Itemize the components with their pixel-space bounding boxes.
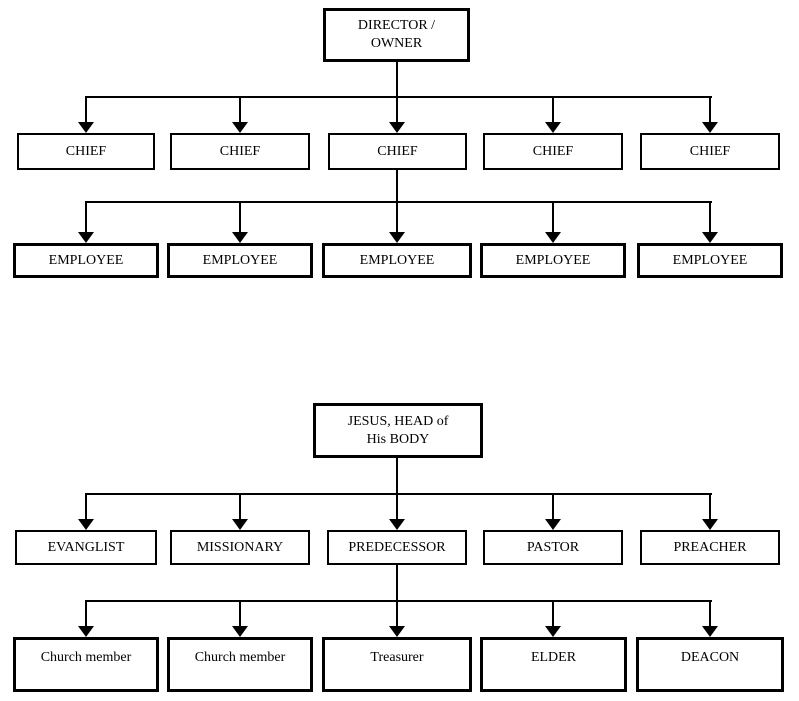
arrowhead-down-icon <box>702 232 718 243</box>
connector-mid-drop-2 <box>396 565 398 626</box>
box-chief-5: CHIEF <box>640 133 780 170</box>
arrowhead-down-icon <box>545 519 561 530</box>
box-employee-4: EMPLOYEE <box>480 243 626 278</box>
arrowhead-down-icon <box>78 232 94 243</box>
arrowhead-down-icon <box>232 626 248 637</box>
arrowhead-down-icon <box>702 519 718 530</box>
connector-stub <box>709 96 711 123</box>
arrowhead-down-icon <box>702 122 718 133</box>
connector-rail-ministers <box>85 493 712 495</box>
arrowhead-down-icon <box>389 232 405 243</box>
connector-stub <box>85 493 87 520</box>
arrowhead-down-icon <box>545 232 561 243</box>
box-chief-1: CHIEF <box>17 133 155 170</box>
connector-stub <box>239 96 241 123</box>
connector-rail-members <box>85 600 712 602</box>
arrowhead-down-icon <box>389 122 405 133</box>
box-deacon: DEACON <box>636 637 784 692</box>
connector-stub <box>239 201 241 233</box>
connector-root-drop-2 <box>396 458 398 519</box>
arrowhead-down-icon <box>545 626 561 637</box>
box-employee-1: EMPLOYEE <box>13 243 159 278</box>
arrowhead-down-icon <box>389 626 405 637</box>
connector-stub <box>709 600 711 627</box>
connector-rail-employees <box>85 201 712 203</box>
box-chief-2: CHIEF <box>170 133 310 170</box>
arrowhead-down-icon <box>232 519 248 530</box>
box-chief-4: CHIEF <box>483 133 623 170</box>
box-church-member-2: Church member <box>167 637 313 692</box>
arrowhead-down-icon <box>545 122 561 133</box>
box-predecessor: PREDECESSOR <box>327 530 467 565</box>
box-evanglist: EVANGLIST <box>15 530 157 565</box>
connector-stub <box>552 493 554 520</box>
connector-root-drop-1 <box>396 62 398 123</box>
arrowhead-down-icon <box>232 122 248 133</box>
connector-stub <box>552 96 554 123</box>
arrowhead-down-icon <box>702 626 718 637</box>
connector-stub <box>239 493 241 520</box>
box-director-owner: DIRECTOR / OWNER <box>323 8 470 62</box>
box-church-member-1: Church member <box>13 637 159 692</box>
box-employee-3: EMPLOYEE <box>322 243 472 278</box>
connector-stub <box>552 201 554 233</box>
box-missionary: MISSIONARY <box>170 530 310 565</box>
box-employee-2: EMPLOYEE <box>167 243 313 278</box>
arrowhead-down-icon <box>232 232 248 243</box>
connector-stub <box>709 493 711 520</box>
connector-stub <box>85 201 87 233</box>
connector-stub <box>85 600 87 627</box>
box-pastor: PASTOR <box>483 530 623 565</box>
connector-rail-chiefs <box>85 96 712 98</box>
connector-stub <box>239 600 241 627</box>
box-elder: ELDER <box>480 637 627 692</box>
box-chief-3: CHIEF <box>328 133 467 170</box>
box-treasurer: Treasurer <box>322 637 472 692</box>
box-employee-5: EMPLOYEE <box>637 243 783 278</box>
box-preacher: PREACHER <box>640 530 780 565</box>
arrowhead-down-icon <box>389 519 405 530</box>
box-jesus-head: JESUS, HEAD of His BODY <box>313 403 483 458</box>
connector-stub <box>709 201 711 233</box>
arrowhead-down-icon <box>78 519 94 530</box>
arrowhead-down-icon <box>78 122 94 133</box>
connector-stub <box>552 600 554 627</box>
arrowhead-down-icon <box>78 626 94 637</box>
connector-stub <box>85 96 87 123</box>
